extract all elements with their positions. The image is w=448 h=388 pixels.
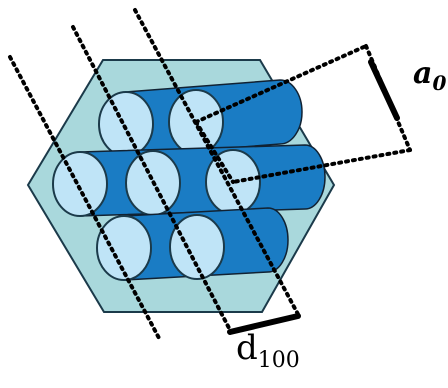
lattice-planes (8, 8, 302, 342)
pore-body (79, 144, 326, 217)
pore-end (52, 151, 108, 217)
d-spacing-label: d100 (236, 328, 300, 373)
pore-cylinders (52, 79, 326, 281)
a0-measure-bar (368, 59, 400, 121)
d100-measure-bar (227, 313, 301, 335)
pore-end (169, 214, 225, 280)
pore-end (96, 215, 152, 281)
pore-end (98, 91, 154, 157)
lattice-parameter-label: a0 (413, 56, 447, 95)
